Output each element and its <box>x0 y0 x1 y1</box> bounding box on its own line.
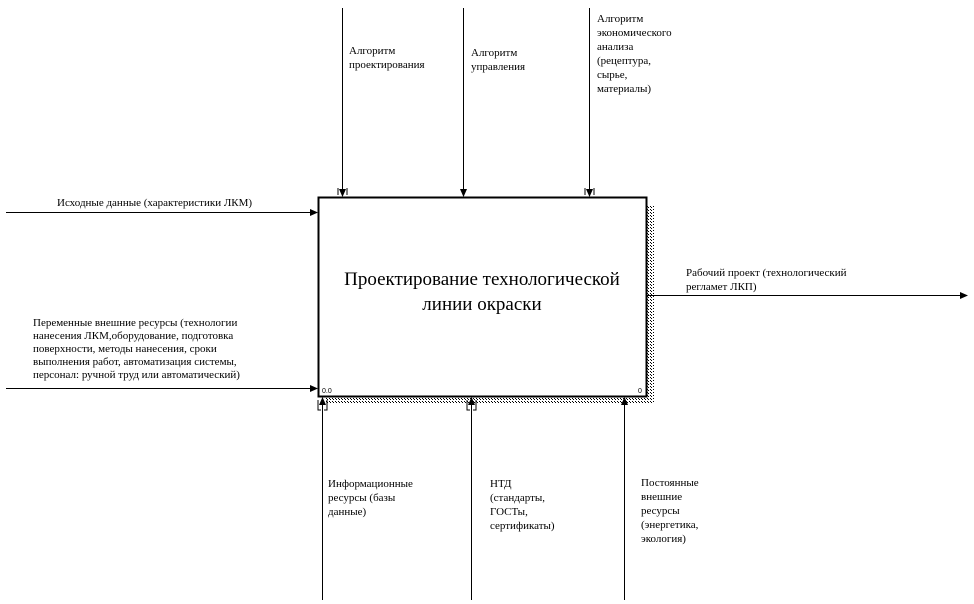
tunnel-bracket-mechanism-2 <box>466 400 477 411</box>
activity-box-shadow-bottom <box>326 396 654 404</box>
tunnel-bracket-control-3 <box>584 188 595 195</box>
activity-box[interactable] <box>317 196 648 398</box>
activity-title-line2: линии окраски <box>422 294 541 315</box>
mechanism-arrow-1[interactable]: Информационные ресурсы (базы данные) <box>317 397 416 600</box>
input-arrow-1[interactable]: Исходные данные (характеристики ЛКМ) <box>6 197 318 216</box>
control-arrow-2[interactable]: Алгоритм управления <box>460 8 525 197</box>
output-arrow-1[interactable]: Рабочий проект (технологический регламет… <box>646 267 968 299</box>
activity-box-shadow <box>646 205 654 404</box>
activity-title-line1: Проектирование технологической <box>344 269 620 290</box>
mechanism-label-1: Информационные ресурсы (базы данные) <box>328 478 416 518</box>
mechanism-arrow-3[interactable]: Постоянные внешние ресурсы (энергетика, … <box>621 397 701 600</box>
control-label-1: Алгоритм проектирования <box>349 45 425 71</box>
input-arrow-2[interactable]: Переменные внешние ресурсы (технологии н… <box>6 317 318 392</box>
activity-node-number: 0 <box>638 388 642 395</box>
control-arrow-3[interactable]: Алгоритм экономического анализа (рецепту… <box>584 8 674 197</box>
activity-cost-label: 0.0 <box>322 388 332 395</box>
control-arrow-1[interactable]: Алгоритм проектирования <box>337 8 425 197</box>
mechanism-label-2: НТД (стандарты, ГОСТы, сертификаты) <box>490 478 555 532</box>
input-label-1: Исходные данные (характеристики ЛКМ) <box>57 197 252 209</box>
control-label-2: Алгоритм управления <box>471 47 525 73</box>
activity-box-group[interactable]: Проектирование технологической линии окр… <box>317 196 655 405</box>
tunnel-bracket-control-1 <box>337 188 348 195</box>
output-label-1: Рабочий проект (технологический регламет… <box>686 267 849 293</box>
mechanism-arrow-2[interactable]: НТД (стандарты, ГОСТы, сертификаты) <box>466 397 555 600</box>
input-label-2: Переменные внешние ресурсы (технологии н… <box>33 317 240 381</box>
control-label-3: Алгоритм экономического анализа (рецепту… <box>597 13 674 95</box>
tunnel-bracket-mechanism-1 <box>317 400 328 411</box>
mechanism-label-3: Постоянные внешние ресурсы (энергетика, … <box>641 477 701 545</box>
